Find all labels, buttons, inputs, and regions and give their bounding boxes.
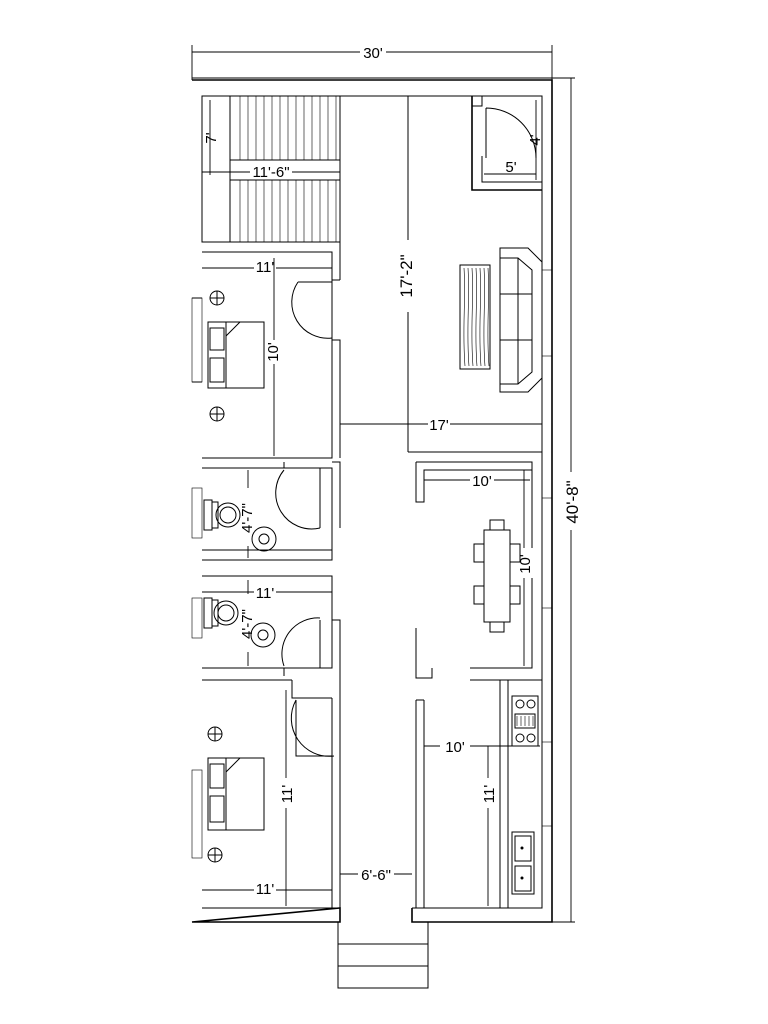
toilet-icon xyxy=(203,499,241,531)
bedroom-bottom-width-label: 11' xyxy=(256,881,275,898)
bedroom-top: 11' 10' xyxy=(202,242,341,459)
wood-grain-line xyxy=(471,267,474,367)
sink-icon xyxy=(511,831,535,895)
stair-height-label: 7' xyxy=(203,132,220,143)
closet-width-label: 5' xyxy=(505,159,516,176)
overall-width-label: 30' xyxy=(363,45,383,62)
bedroom-top-width-label: 11' xyxy=(256,259,275,276)
entry-closet: 4' 5' xyxy=(471,96,544,191)
wood-grain-line xyxy=(479,267,482,367)
kitchen-depth-label: 11' xyxy=(481,785,498,804)
living-width-label: 17' xyxy=(429,417,449,434)
overall-depth-dimension: 40'-8" xyxy=(552,78,582,923)
bath-top-depth-label: 4'-7" xyxy=(239,503,256,533)
shower-drain-icon xyxy=(250,622,276,648)
sofa-icon xyxy=(499,247,543,393)
bath-bottom-width-label: 11' xyxy=(256,585,275,602)
coffee-table-icon xyxy=(459,264,491,370)
stove-icon xyxy=(511,695,539,747)
dining-depth-label: 10' xyxy=(517,554,534,574)
bedroom-top-depth-label: 10' xyxy=(265,342,282,362)
living-depth-label: 17'-2" xyxy=(397,254,416,297)
wood-grain-line xyxy=(483,267,486,367)
bedroom-bottom: 11' 11' xyxy=(202,679,341,908)
bed-icon xyxy=(207,757,265,831)
bath-top: 4'-7" xyxy=(202,461,341,561)
wood-grain-line xyxy=(463,267,466,367)
stair-width-label: 11'-6" xyxy=(252,164,289,181)
dining-width-label: 10' xyxy=(472,473,492,490)
corridor: 6'-6" xyxy=(340,866,412,884)
kitchen-width-label: 10' xyxy=(445,739,465,756)
dining-table-icon xyxy=(473,519,521,633)
bath-bottom-depth-label: 4'-7" xyxy=(239,609,256,639)
kitchen: 10' 11' xyxy=(415,679,542,908)
overall-depth-label: 40'-8" xyxy=(563,480,582,523)
wood-grain-line xyxy=(467,267,470,367)
wood-grain-line xyxy=(487,267,490,367)
exterior-walls xyxy=(191,79,553,923)
wood-grain-line xyxy=(475,267,478,367)
overall-width-dimension: 30' xyxy=(191,40,575,80)
corridor-width-label: 6'-6" xyxy=(361,867,391,884)
closet-depth-label: 4' xyxy=(527,134,544,145)
toilet-icon xyxy=(203,597,239,629)
bed-icon xyxy=(207,321,265,389)
entry-steps xyxy=(337,922,429,989)
side-table-icon xyxy=(209,290,225,422)
staircase: 7' 11'-6" xyxy=(201,95,341,243)
bedroom-bottom-depth-label: 11' xyxy=(279,785,296,804)
shower-drain-icon xyxy=(251,526,277,552)
bath-bottom: 11' 4'-7" xyxy=(202,575,341,700)
living-room: 17'-2" 17' xyxy=(340,96,543,453)
dining-room: 10' 10' xyxy=(415,461,534,679)
side-table-icon xyxy=(207,726,223,863)
